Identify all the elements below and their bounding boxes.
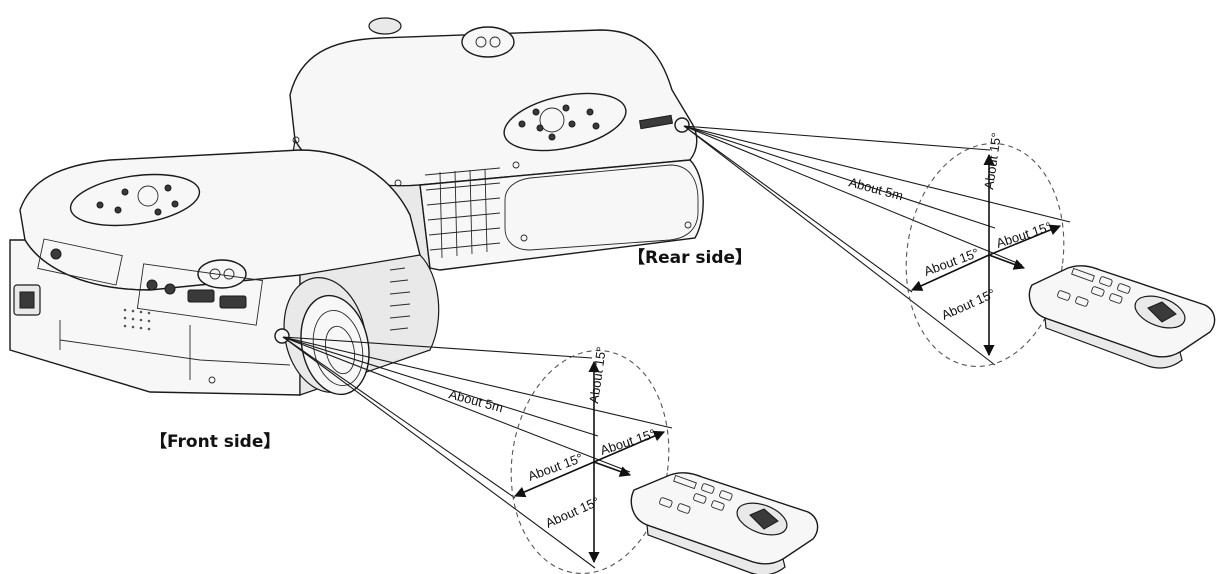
front-remote-control <box>630 472 819 574</box>
front-projector <box>9 149 440 396</box>
rear-vent-grille <box>424 167 501 259</box>
front-logo <box>197 259 247 289</box>
front-ir-sensor <box>274 328 290 344</box>
front-distance-label: About 5m <box>447 386 505 415</box>
front-range-rays <box>282 336 673 574</box>
rear-angle-right-label: About 15° <box>994 219 1053 251</box>
rear-angle-left-label: About 15° <box>922 245 981 279</box>
rear-remote-control <box>1028 265 1216 369</box>
rear-ir-sensor <box>674 117 690 133</box>
rear-projector <box>289 17 704 271</box>
front-speaker-grille <box>123 308 151 331</box>
front-angle-right-label: About 15° <box>598 426 657 458</box>
front-angle-down-label: About 15° <box>543 494 601 531</box>
rear-logo <box>461 26 515 58</box>
rear-control-panel <box>503 92 627 152</box>
front-range-ellipse <box>510 350 670 574</box>
rear-side-label: 【Rear side】 <box>628 247 752 268</box>
front-side-label: 【Front side】 <box>150 431 280 452</box>
front-side-vents <box>389 267 411 331</box>
rear-angle-up-label: About 15° <box>981 132 1004 191</box>
rear-range-rays <box>683 125 1071 367</box>
front-angle-up-label: About 15° <box>586 346 609 405</box>
